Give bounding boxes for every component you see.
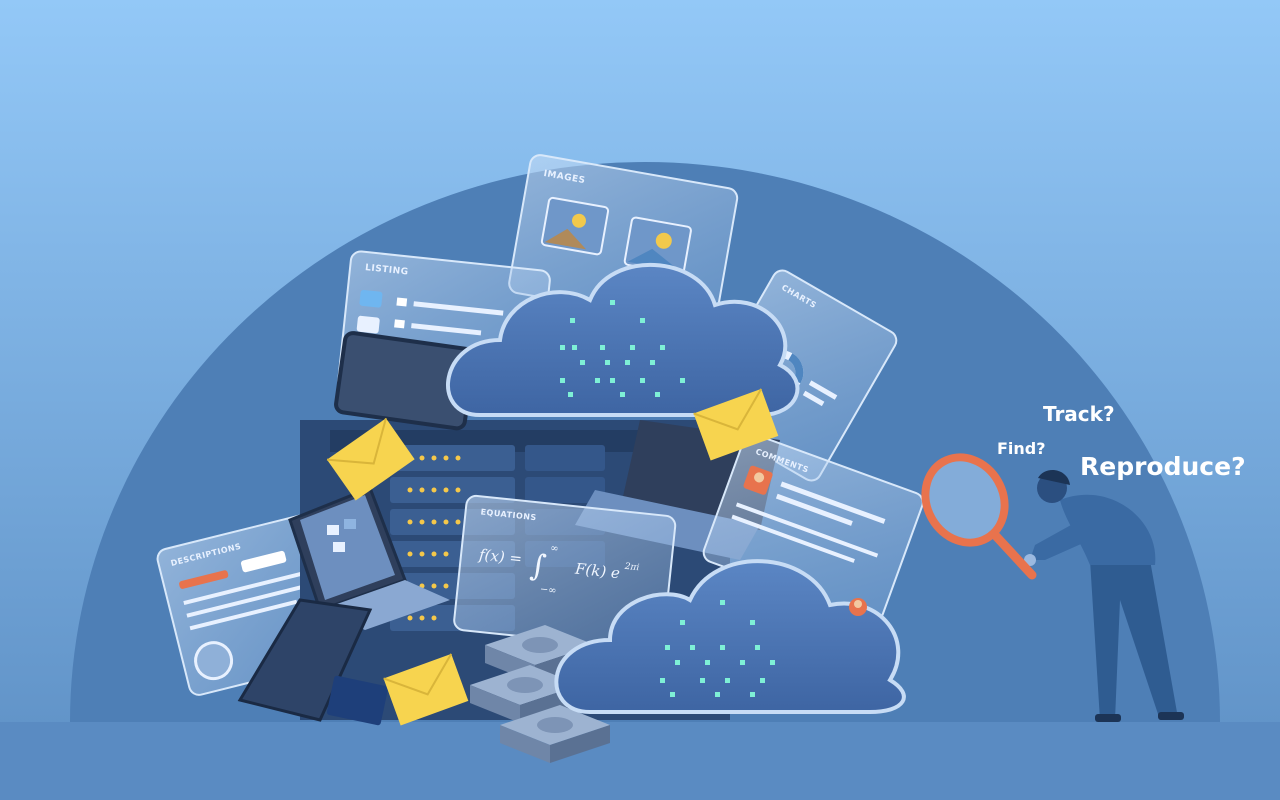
question-track: Track?	[1043, 402, 1115, 426]
ground	[0, 722, 1280, 800]
person-searching	[1024, 469, 1184, 722]
cloud-top	[445, 262, 800, 417]
hard-drives	[470, 625, 610, 763]
phone-device	[237, 598, 373, 722]
envelope-icon	[693, 388, 779, 461]
equation-integrand: F(k) e	[573, 560, 621, 583]
equation-lower-limit: −∞	[539, 584, 557, 597]
cloud-bottom-data-dots	[660, 600, 775, 697]
envelope-icon	[383, 653, 469, 726]
equation-lhs: f(x) =	[477, 545, 523, 568]
question-reproduce: Reproduce?	[1080, 452, 1246, 481]
server-status-lights	[407, 455, 461, 621]
magnifier-icon	[921, 453, 1037, 580]
equation-exponent: 2πi	[623, 562, 640, 574]
integral-sign: ∫	[528, 548, 547, 584]
passport-icon	[326, 675, 388, 726]
question-find: Find?	[997, 439, 1046, 458]
svg-text:LISTING: LISTING	[365, 263, 409, 277]
envelope-icon	[326, 418, 415, 501]
equation-upper-limit: ∞	[550, 543, 559, 555]
avatar-icon	[849, 598, 867, 616]
cloud-bottom	[554, 559, 906, 714]
cloud-top-data-dots	[560, 300, 685, 397]
